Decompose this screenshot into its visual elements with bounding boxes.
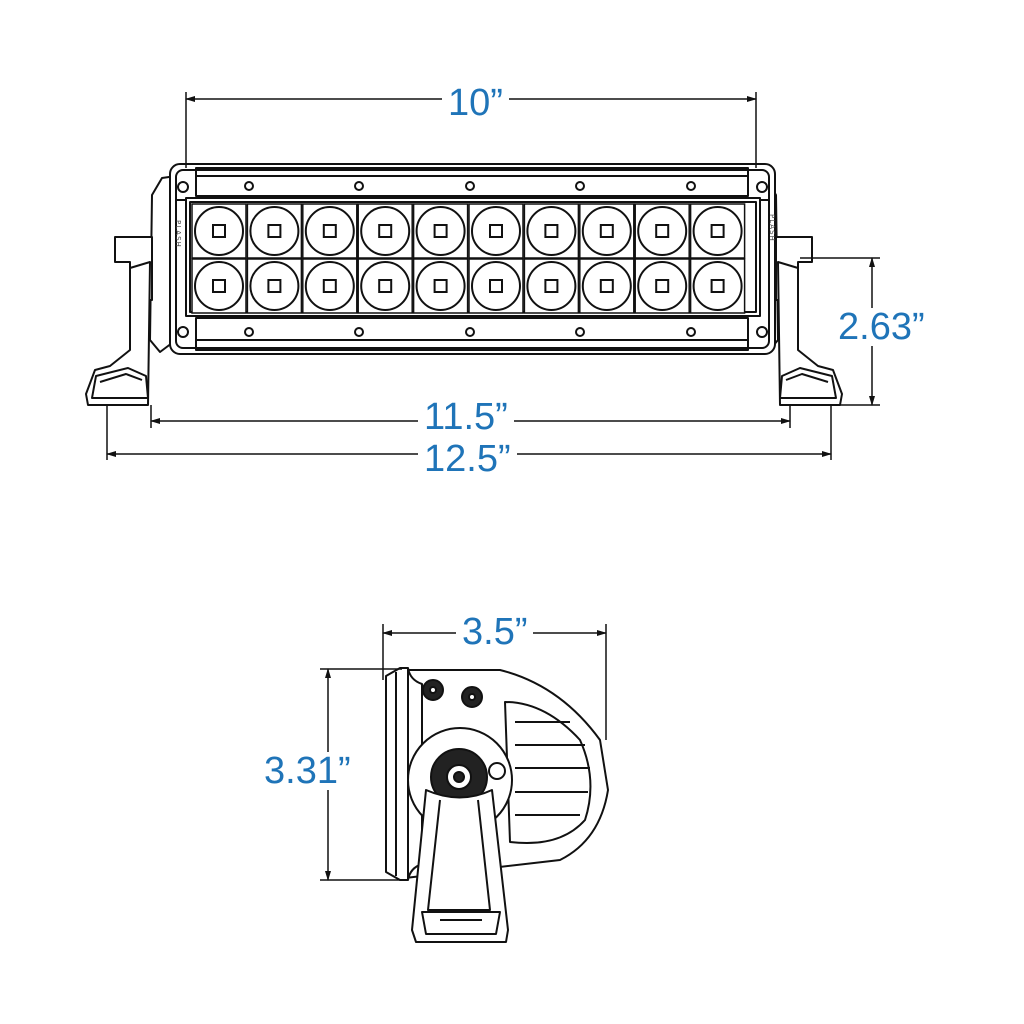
heatsink-fins (504, 701, 592, 845)
led-lens (357, 203, 413, 259)
led-lens (246, 258, 303, 314)
led-lens (191, 258, 247, 314)
pivot-stop (488, 762, 506, 780)
rail-bolt (575, 327, 585, 337)
dim-label-10: 10” (442, 84, 509, 122)
led-chip (212, 224, 226, 238)
rail-bolt (354, 327, 364, 337)
led-chip (489, 279, 503, 293)
rail-bolt (244, 181, 254, 191)
side-view (385, 667, 609, 943)
led-lens (579, 203, 635, 259)
screw (756, 181, 768, 193)
led-lens (523, 258, 580, 314)
rail-bolts (244, 181, 696, 337)
led-chip (322, 224, 337, 238)
bottom-rail (195, 317, 749, 351)
led-lens (191, 203, 247, 259)
rail-bolt (244, 327, 254, 337)
brand-text-right: PLASH (768, 214, 776, 242)
led-chip (378, 224, 393, 238)
screw (756, 326, 768, 338)
led-chip (655, 279, 670, 293)
led-chip (599, 279, 614, 293)
rail-bolt (686, 181, 696, 191)
led-chip (544, 224, 559, 238)
led-chip (433, 224, 448, 238)
led-lens (412, 203, 469, 259)
rail-bolt (465, 327, 475, 337)
led-lens (412, 258, 469, 314)
led-chip (378, 279, 393, 293)
dim-label-115: 11.5” (418, 398, 514, 436)
led-lens (634, 258, 690, 314)
led-chip (489, 224, 503, 238)
led-lens (579, 258, 635, 314)
led-chip (212, 279, 226, 293)
dim-label-35: 3.5” (456, 613, 534, 651)
left-mount-bracket (85, 175, 177, 406)
rail-bolt (575, 181, 585, 191)
led-lens (357, 258, 413, 314)
led-chip (655, 224, 670, 238)
screw (177, 181, 189, 193)
led-lens (689, 203, 746, 259)
led-lens (246, 203, 303, 259)
brand-text-left: PLASH (174, 220, 182, 248)
led-lens (689, 258, 746, 314)
led-grid (191, 203, 746, 314)
led-lens (468, 258, 524, 314)
rail-bolt (465, 181, 475, 191)
led-chip (544, 279, 559, 293)
rail-bolt (686, 327, 696, 337)
dim-label-331: 3.31” (262, 750, 353, 792)
led-chip (710, 279, 725, 293)
led-lens (302, 258, 358, 314)
led-chip (599, 224, 614, 238)
led-chip (710, 224, 725, 238)
top-rail (195, 167, 749, 197)
led-lens (523, 203, 580, 259)
dim-label-263: 2.63” (836, 306, 927, 348)
corner-screws (177, 181, 768, 338)
led-lens (468, 203, 524, 259)
dim-label-125: 12.5” (418, 440, 517, 478)
led-chip (322, 279, 337, 293)
screw (177, 326, 189, 338)
rail-bolt (354, 181, 364, 191)
led-lens (302, 203, 358, 259)
led-chip (433, 279, 448, 293)
led-lens (634, 203, 690, 259)
led-chip (267, 279, 282, 293)
led-chip (267, 224, 282, 238)
